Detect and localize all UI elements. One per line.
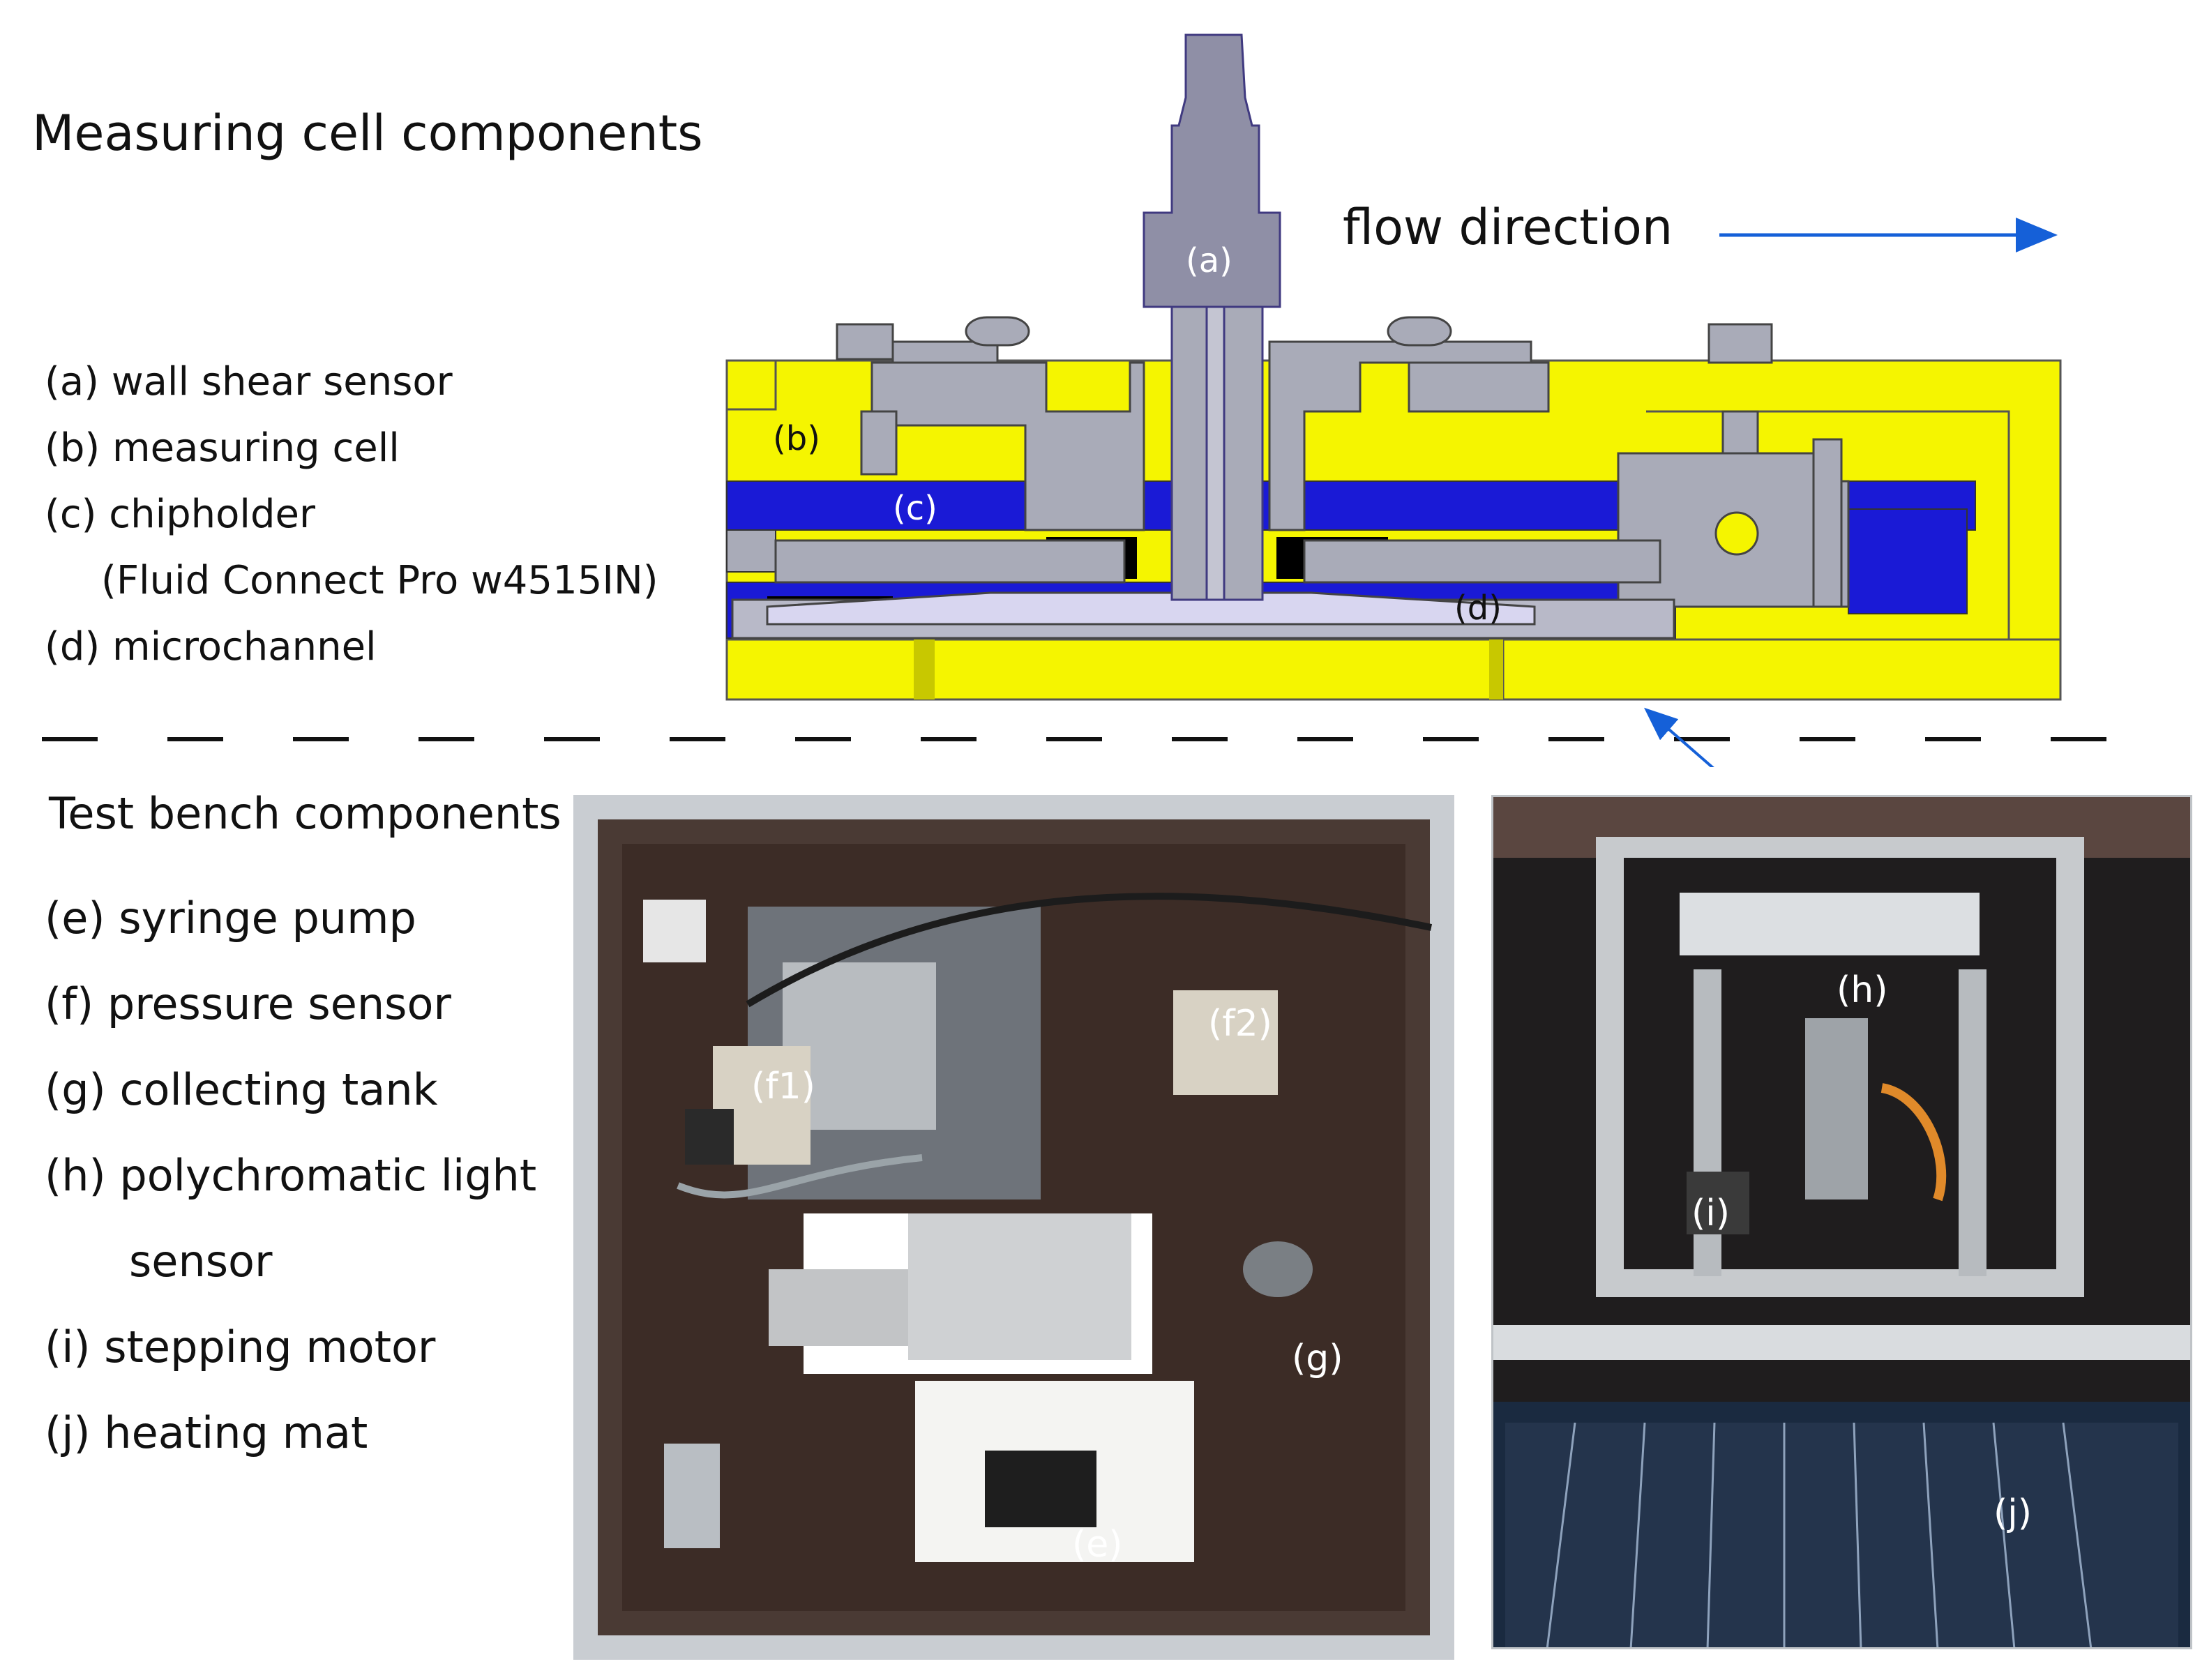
test-bench-front-view-photo: (h) (i) (j) xyxy=(1491,795,2192,1649)
bench-item-i: (i) stepping motor xyxy=(45,1322,436,1372)
photo-label-h: (h) xyxy=(1837,969,1888,1011)
cell-label-b: (b) xyxy=(773,419,820,458)
clamp-parts xyxy=(731,316,1850,640)
test-bench-title: Test bench components xyxy=(49,788,561,839)
legend-item-b: (b) measuring cell xyxy=(45,425,400,471)
cell-label-c: (c) xyxy=(893,489,937,528)
photo-label-j: (j) xyxy=(1993,1492,2033,1534)
photo-label-f2: (f2) xyxy=(1208,1003,1272,1045)
legend-item-c: (c) chipholder xyxy=(45,492,316,537)
cell-label-a: (a) xyxy=(1186,241,1232,280)
photo-label-g: (g) xyxy=(1292,1338,1343,1379)
cell-label-d: (d) xyxy=(1454,589,1502,628)
test-bench-top-view-photo: (f1) (f2) (g) (e) xyxy=(573,795,1454,1660)
photo-label-i: (i) xyxy=(1691,1193,1731,1234)
bench-item-g: (g) collecting tank xyxy=(45,1064,438,1115)
flow-direction-label: flow direction xyxy=(1343,199,1673,256)
photo-label-f1: (f1) xyxy=(751,1066,815,1107)
bench-item-f: (f) pressure sensor xyxy=(45,978,451,1029)
bench-item-h: (h) polychromatic light xyxy=(45,1150,537,1201)
bench-item-j: (j) heating mat xyxy=(45,1407,368,1458)
legend-item-a: (a) wall shear sensor xyxy=(45,359,453,404)
wall-shear-sensor xyxy=(1143,33,1281,601)
legend-item-c-detail: (Fluid Connect Pro w4515IN) xyxy=(101,558,658,603)
measuring-cell-diagram: (a) (b) (c) (d) xyxy=(42,33,2169,767)
measuring-cell-title: Measuring cell components xyxy=(32,105,703,162)
bench-item-e: (e) syringe pump xyxy=(45,893,416,944)
photo-label-e: (e) xyxy=(1072,1524,1123,1566)
cell-location-arrow xyxy=(1643,707,1714,767)
bench-item-h-cont: sensor xyxy=(129,1236,273,1287)
legend-item-d: (d) microchannel xyxy=(45,624,377,669)
